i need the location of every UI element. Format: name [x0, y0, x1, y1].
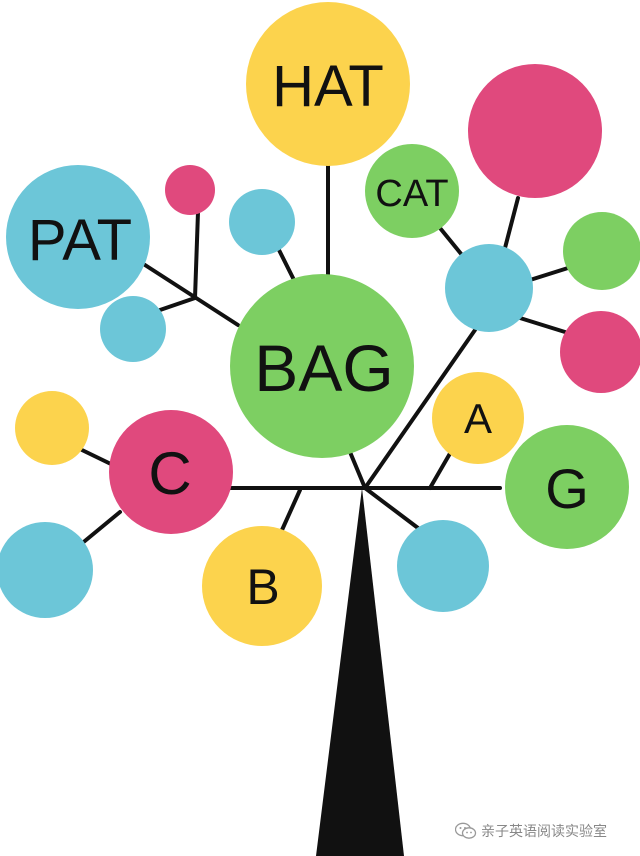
- circle-pink-right: [560, 311, 640, 393]
- word-c: C: [148, 440, 191, 507]
- wechat-icon: [455, 822, 477, 839]
- watermark: 亲子英语阅读实验室: [455, 818, 635, 844]
- circle-blue-bottom-left: [0, 522, 93, 618]
- circle-blue-left-mid: [100, 296, 166, 362]
- circle-pink-small: [165, 165, 215, 215]
- circle-g: [505, 425, 629, 549]
- circle-pink-top-right: [468, 64, 602, 198]
- circle-bag: [230, 274, 414, 458]
- word-a: A: [464, 395, 492, 442]
- circle-cat: [365, 144, 459, 238]
- word-pat: PAT: [28, 208, 132, 273]
- circle-blue-top-mid: [229, 189, 295, 255]
- branches: [78, 163, 570, 547]
- tree-trunk: [316, 488, 404, 856]
- word-g: G: [545, 457, 589, 520]
- watermark-text: 亲子英语阅读实验室: [481, 824, 607, 840]
- circle-yellow-left: [15, 391, 89, 465]
- word-hat: HAT: [272, 54, 384, 119]
- circle-hat: [246, 2, 410, 166]
- circle-green-right: [563, 212, 640, 290]
- circle-b: [202, 526, 322, 646]
- word-bag: BAG: [254, 331, 393, 405]
- circle-pat: [6, 165, 150, 309]
- circle-blue-right: [445, 244, 533, 332]
- word-cat: CAT: [375, 173, 448, 215]
- circle-c: [109, 410, 233, 534]
- circle-blue-bottom-right: [397, 520, 489, 612]
- word-b: B: [246, 559, 279, 615]
- circle-a: [432, 372, 524, 464]
